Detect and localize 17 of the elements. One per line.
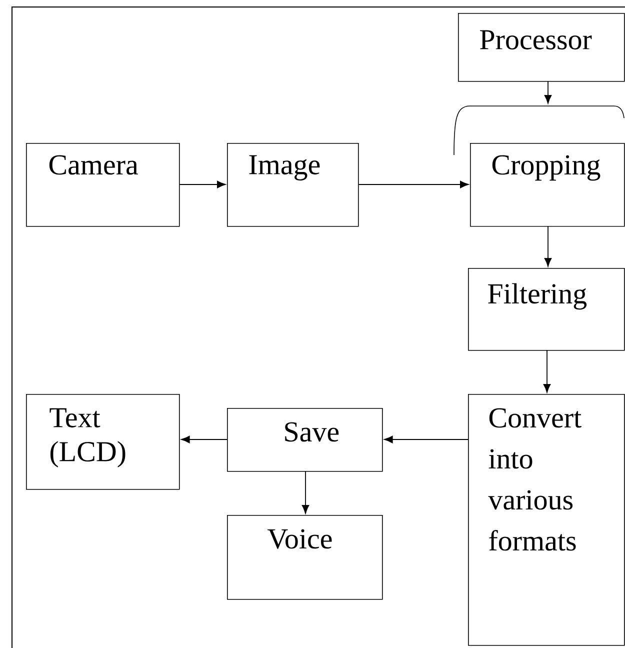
arrow [384, 436, 468, 444]
process-box: Processor [458, 13, 625, 82]
arrow [181, 436, 228, 444]
process-box: Text (LCD) [26, 394, 180, 490]
process-box: Camera [26, 143, 180, 227]
process-box: Filtering [468, 268, 625, 351]
arrow [179, 180, 226, 188]
process-box: Cropping [470, 143, 625, 227]
arrow [302, 470, 310, 514]
process-box: Image [227, 143, 359, 227]
arrow [544, 80, 552, 104]
process-box: Convert into various formats [468, 394, 625, 646]
arrow [358, 180, 469, 188]
arrow [544, 226, 552, 267]
process-box: Save [227, 408, 383, 472]
arrow [543, 350, 551, 393]
process-box: Voice [227, 515, 383, 600]
